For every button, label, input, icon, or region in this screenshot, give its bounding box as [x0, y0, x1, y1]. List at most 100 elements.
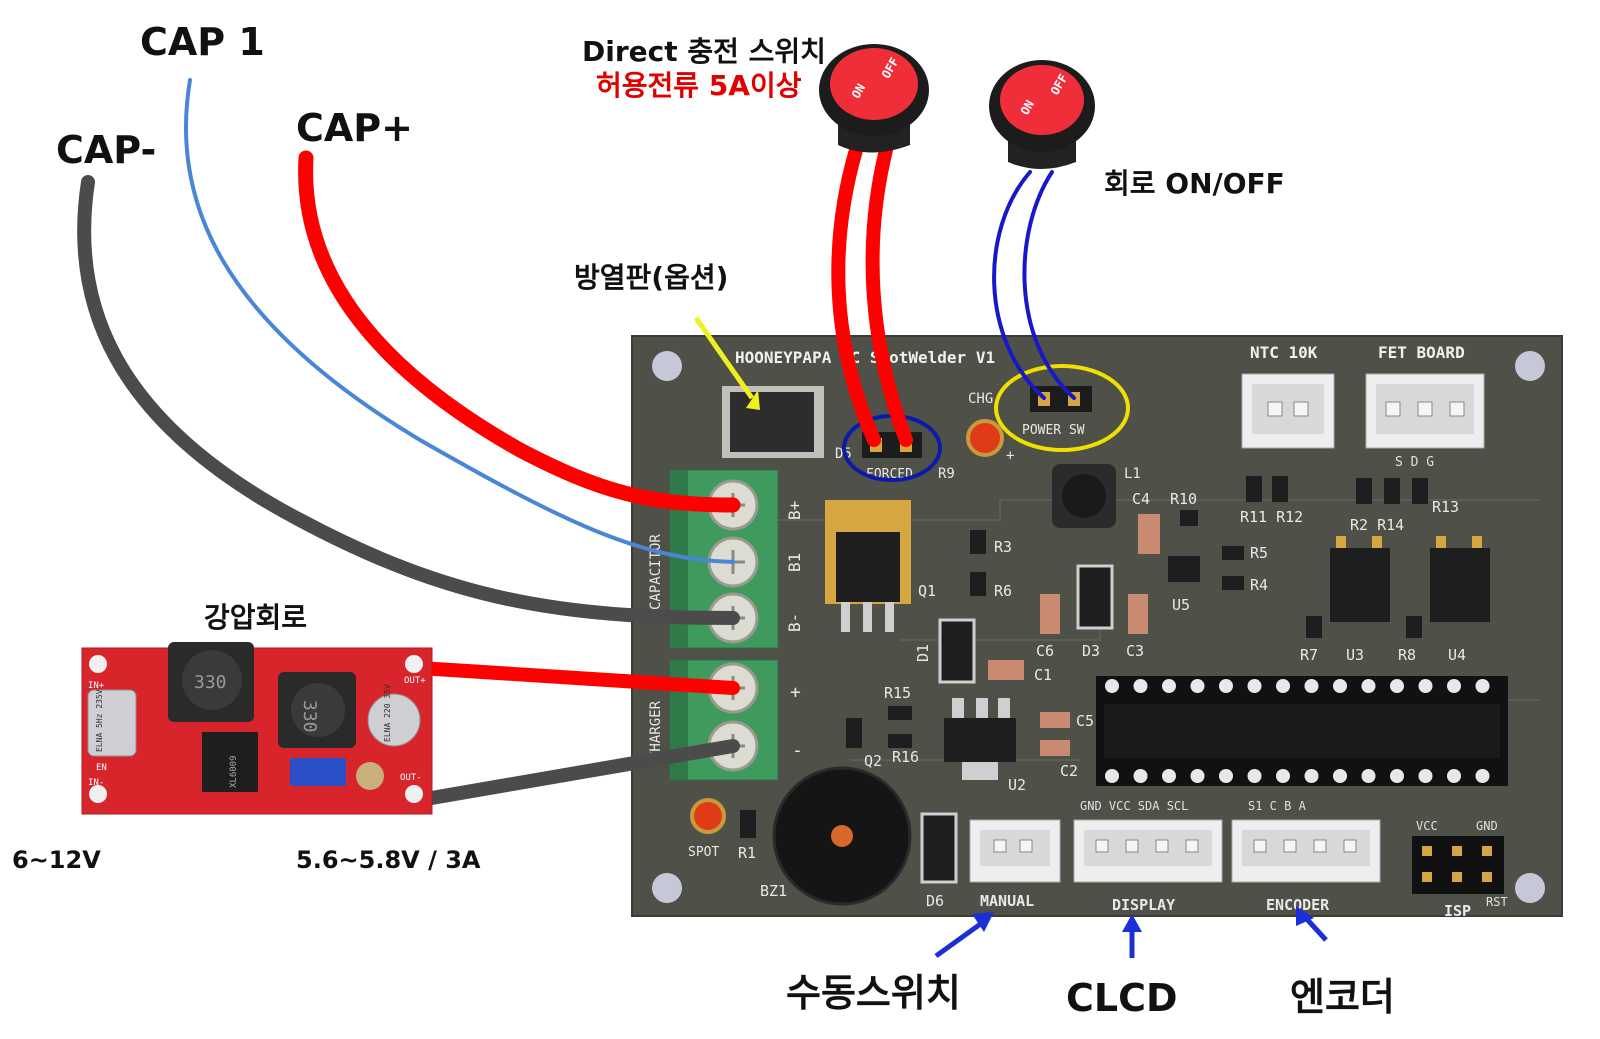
svg-text:R16: R16	[892, 748, 919, 766]
stepdown-module: IN+ EN IN- OUT+ OUT- ELNA 5Hz 235V 330 3…	[81, 642, 433, 815]
ntc-label: NTC 10K	[1250, 343, 1318, 362]
cap-minus-wire	[77, 175, 740, 625]
chg-led	[966, 419, 1004, 457]
svg-text:+: +	[790, 682, 801, 703]
svg-text:IN-: IN-	[88, 778, 104, 788]
mcu-pin	[1475, 679, 1490, 693]
svg-text:330: 330	[194, 672, 227, 693]
mcu-pin	[1447, 769, 1461, 783]
mcu-pin	[1133, 679, 1148, 693]
power-switch-wire-1	[992, 170, 1046, 400]
svg-text:B+: B+	[785, 501, 804, 520]
display-connector	[1073, 819, 1223, 883]
mcu-pin	[1447, 679, 1461, 693]
power-switch-wire-2	[1022, 170, 1076, 400]
svg-text:IN+: IN+	[88, 681, 105, 691]
svg-text:R11 R12: R11 R12	[1240, 508, 1303, 526]
svg-text:Q1: Q1	[918, 582, 936, 600]
svg-text:R9: R9	[938, 466, 955, 482]
mcu-pin	[1418, 769, 1433, 783]
svg-text:OUT+: OUT+	[404, 676, 426, 686]
svg-text:ISP: ISP	[1444, 902, 1471, 920]
svg-text:U4: U4	[1448, 646, 1466, 664]
mcu-pin	[1304, 679, 1319, 693]
svg-text:R5: R5	[1250, 544, 1268, 562]
spot-led	[690, 798, 726, 834]
cap-minus-label: CAP-	[56, 128, 157, 172]
svg-text:R6: R6	[994, 582, 1012, 600]
svg-text:C6: C6	[1036, 642, 1054, 660]
svg-text:ENCODER: ENCODER	[1266, 896, 1330, 914]
direct-switch-wire-2	[865, 143, 913, 447]
mcu-pin	[1133, 769, 1148, 783]
svg-text:POWER SW: POWER SW	[1022, 423, 1085, 438]
svg-text:R3: R3	[994, 538, 1012, 556]
svg-text:ON: ON	[1018, 98, 1037, 118]
svg-text:C2: C2	[1060, 762, 1078, 780]
mcu-pin	[1247, 769, 1262, 783]
circuit-onoff-label: 회로 ON/OFF	[1104, 167, 1285, 200]
svg-text:CHG: CHG	[968, 391, 993, 407]
u2-regulator	[944, 718, 1016, 762]
mounting-hole	[652, 873, 682, 903]
svg-text:D1: D1	[914, 644, 932, 662]
svg-text:C5: C5	[1076, 712, 1094, 730]
fet-board-label: FET BOARD	[1378, 343, 1465, 362]
svg-text:B-: B-	[785, 613, 804, 632]
svg-text:R13: R13	[1432, 498, 1459, 516]
mcu-pin	[1105, 679, 1119, 693]
output-voltage-label: 5.6~5.8V / 3A	[296, 846, 481, 874]
mcu-pin	[1276, 769, 1290, 783]
svg-text:R8: R8	[1398, 646, 1416, 664]
mcu-pin	[1190, 679, 1205, 693]
mcu-pin	[1219, 769, 1233, 783]
svg-text:OUT-: OUT-	[400, 773, 422, 783]
cap1-label: CAP 1	[140, 20, 265, 64]
mcu-pin	[1304, 769, 1319, 783]
svg-text:L1: L1	[1124, 466, 1141, 482]
svg-text:ELNA 5Hz 235V: ELNA 5Hz 235V	[95, 689, 104, 752]
wires	[77, 78, 1076, 807]
svg-text:DISPLAY: DISPLAY	[1112, 896, 1175, 914]
svg-text:R7: R7	[1300, 646, 1318, 664]
svg-text:ON: ON	[849, 81, 868, 101]
svg-text:-: -	[792, 740, 803, 761]
svg-text:C1: C1	[1034, 666, 1052, 684]
mcu-pin	[1390, 769, 1404, 783]
q1-mosfet	[836, 532, 900, 602]
svg-text:Q2: Q2	[864, 752, 882, 770]
svg-text:U2: U2	[1008, 776, 1026, 794]
svg-text:RST: RST	[1486, 895, 1508, 909]
fet-pins-label: S D G	[1395, 455, 1434, 470]
svg-text:D6: D6	[926, 892, 944, 910]
mcu-pin	[1105, 769, 1119, 783]
svg-text:R10: R10	[1170, 490, 1197, 508]
power-sw-highlight-circle	[994, 364, 1130, 452]
mcu-pin	[1247, 679, 1262, 693]
svg-text:U5: U5	[1172, 596, 1190, 614]
heatsink-arrow	[693, 316, 755, 400]
direct-switch-label: Direct 충전 스위치	[582, 35, 826, 68]
svg-text:C3: C3	[1126, 642, 1144, 660]
mcu-pin	[1162, 679, 1176, 693]
pcb-board: HOONEYPAPA DC SpotWelder V1 NTC 10K FET …	[631, 335, 1563, 920]
heatsink-label: 방열판(옵션)	[574, 261, 729, 294]
encoder-connector	[1231, 819, 1381, 883]
svg-text:GND VCC SDA SCL: GND VCC SDA SCL	[1080, 799, 1188, 813]
svg-text:MANUAL: MANUAL	[980, 892, 1034, 910]
svg-text:VCC: VCC	[1416, 819, 1438, 833]
svg-text:C4: C4	[1132, 490, 1150, 508]
svg-text:D3: D3	[1082, 642, 1100, 660]
stepdown-label: 강압회로	[204, 601, 308, 634]
svg-text:B1: B1	[785, 553, 804, 572]
mcu-pin	[1333, 769, 1347, 783]
ntc-connector	[1241, 373, 1335, 449]
charger-plus-wire	[413, 661, 740, 695]
svg-text:330: 330	[299, 700, 320, 733]
svg-text:XL6009: XL6009	[229, 755, 239, 788]
mcu-pin	[1190, 769, 1205, 783]
fet-connector	[1365, 373, 1485, 449]
direct-switch-wire-1	[831, 143, 881, 447]
mcu-pin	[1162, 769, 1176, 783]
